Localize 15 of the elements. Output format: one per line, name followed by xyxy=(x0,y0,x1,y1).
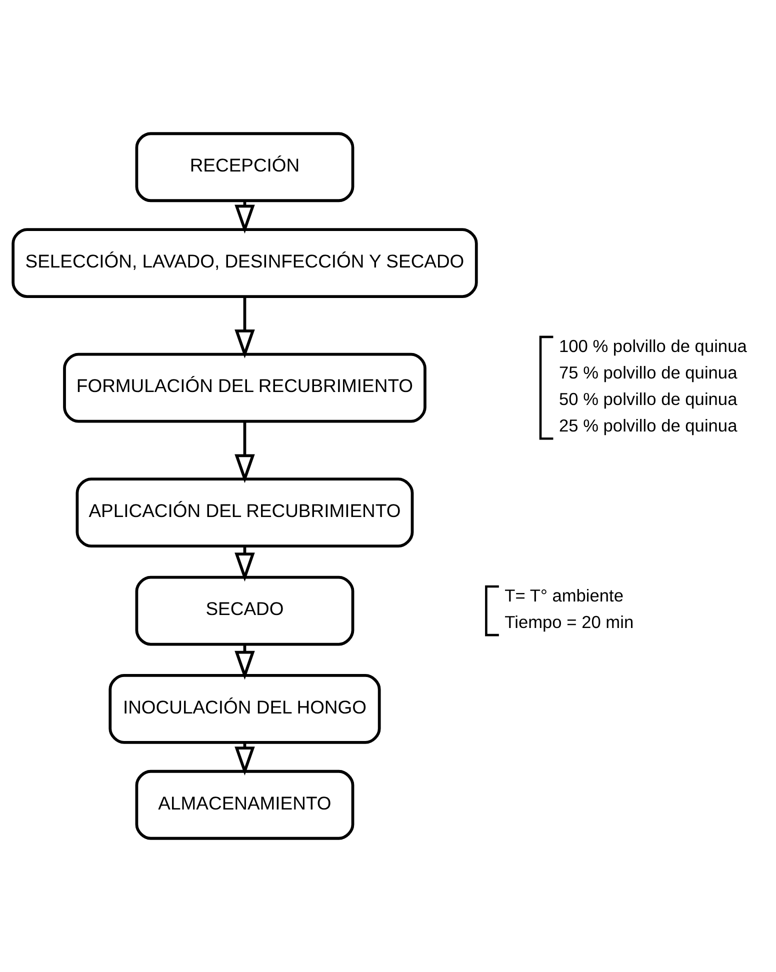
node-box: APLICACIÓN DEL RECUBRIMIENTO xyxy=(76,478,414,548)
node-label: 100 % polvillo de quinua xyxy=(558,336,747,356)
node-label: T= T° ambiente xyxy=(504,586,624,606)
arrow xyxy=(234,296,255,358)
node-box: ALMACENAMIENTO xyxy=(135,770,354,840)
node-box: SECADO xyxy=(135,576,354,646)
node-label: 50 % polvillo de quinua xyxy=(558,389,738,410)
node-label: 75 % polvillo de quinua xyxy=(558,362,738,383)
arrow xyxy=(234,421,255,484)
node-label: Tiempo = 20 min xyxy=(504,612,634,632)
node-box: INOCULACIÓN DEL HONGO xyxy=(108,674,381,744)
node-label: 25 % polvillo de quinua xyxy=(558,416,738,436)
node-box: SELECCIÓN, LAVADO, DESINFECCIÓN Y SECADO xyxy=(12,228,478,298)
node-box: RECEPCIÓN xyxy=(135,132,354,202)
node-box: FORMULACIÓN DEL RECUBRIMIENTO xyxy=(63,352,426,423)
